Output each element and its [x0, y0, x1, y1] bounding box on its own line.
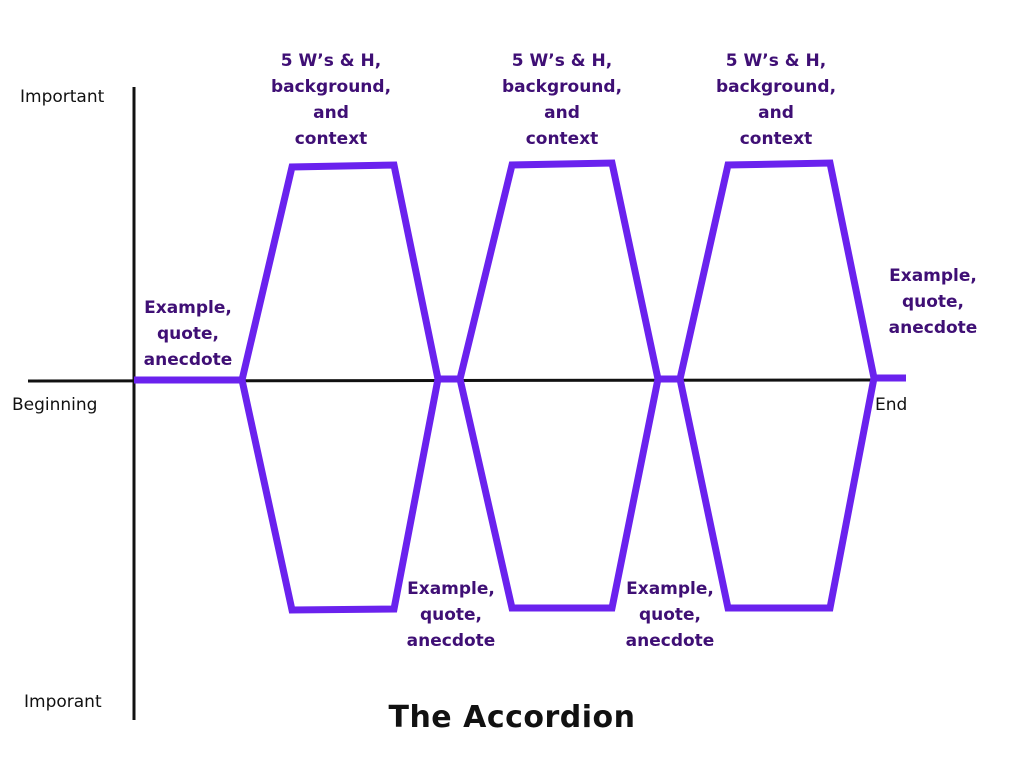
example-label-1-line-2: quote,: [156, 324, 220, 344]
context-label-1-line-1: 5 W’s & H,: [280, 51, 382, 71]
context-label-3: 5 W’s & H, background, and context: [701, 48, 851, 152]
context-label-2-line-1: 5 W’s & H,: [511, 51, 613, 71]
y-axis-bottom-label: Imporant: [24, 692, 102, 712]
example-label-1-line-1: Example,: [144, 298, 232, 318]
y-axis-top-label: Important: [20, 87, 105, 107]
example-label-3: Example, quote, anecdote: [595, 576, 745, 654]
accordion-lower-path-3: [676, 377, 878, 612]
context-label-1-line-2: background,: [270, 77, 392, 97]
example-label-4-line-3: anecdote: [888, 318, 978, 338]
context-label-2-line-4: context: [525, 129, 599, 149]
context-label-3-line-1: 5 W’s & H,: [725, 51, 827, 71]
context-label-3-line-2: background,: [715, 77, 837, 97]
accordion-upper-path: [134, 159, 906, 384]
context-label-3-line-4: context: [739, 129, 813, 149]
example-label-1-line-3: anecdote: [143, 350, 233, 370]
example-label-3-line-1: Example,: [626, 579, 714, 599]
x-axis-right-label: End: [875, 395, 908, 415]
example-label-2: Example, quote, anecdote: [376, 576, 526, 654]
context-label-1-line-4: context: [294, 129, 368, 149]
example-label-2-line-1: Example,: [407, 579, 495, 599]
accordion-lower-path: [238, 378, 442, 614]
context-label-2-line-2: background,: [501, 77, 623, 97]
context-label-2: 5 W’s & H, background, and context: [487, 48, 637, 152]
example-label-4-line-2: quote,: [901, 292, 965, 312]
context-label-1: 5 W’s & H, background, and context: [256, 48, 406, 152]
accordion-lower-path-2: [456, 378, 662, 612]
diagram-title: The Accordion: [388, 700, 636, 735]
example-label-4-line-1: Example,: [889, 266, 977, 286]
example-label-3-line-2: quote,: [638, 605, 702, 625]
x-axis-left-label: Beginning: [12, 395, 98, 415]
example-label-2-line-3: anecdote: [406, 631, 496, 651]
context-label-1-line-3: and: [313, 103, 349, 123]
context-label-3-line-3: and: [758, 103, 794, 123]
example-label-2-line-2: quote,: [419, 605, 483, 625]
context-label-2-line-3: and: [544, 103, 580, 123]
example-label-3-line-3: anecdote: [625, 631, 715, 651]
example-label-1: Example, quote, anecdote: [113, 295, 263, 373]
example-label-4: Example, quote, anecdote: [858, 263, 1008, 341]
